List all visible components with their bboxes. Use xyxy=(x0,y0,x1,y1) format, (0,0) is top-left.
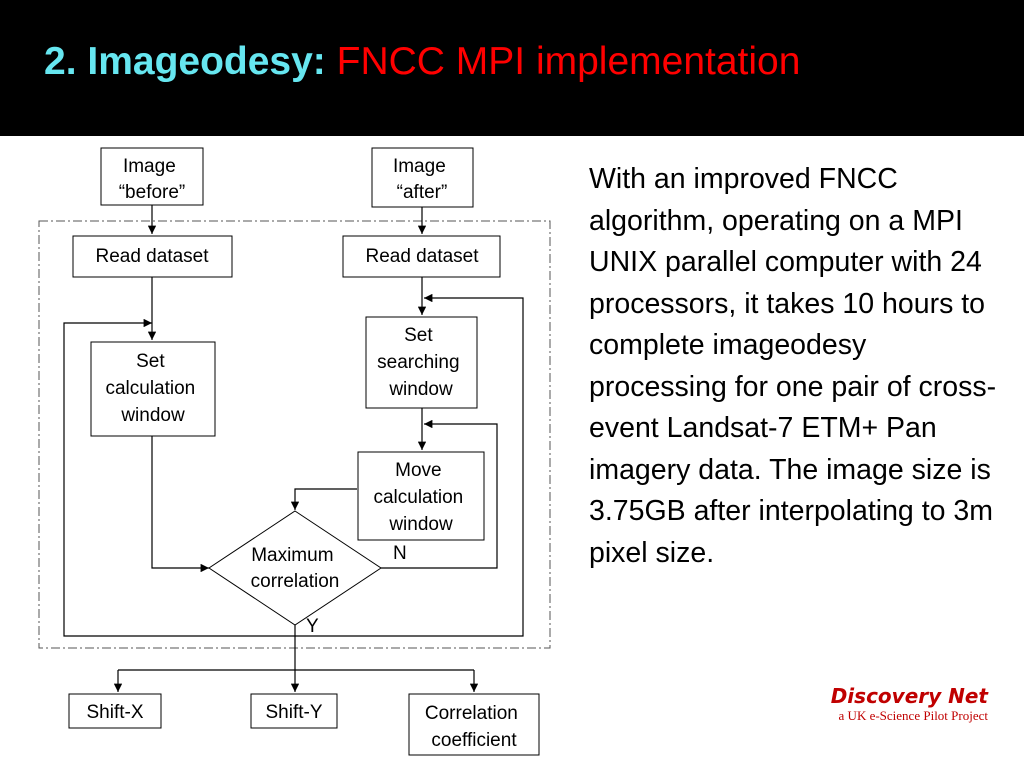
title-prefix: 2. Imageodesy: xyxy=(44,40,326,83)
read-dataset-right-label: Read dataset xyxy=(365,246,479,267)
arrow-calc-window-to-diamond xyxy=(151,436,209,573)
loop-no-to-move xyxy=(381,419,498,569)
move-calculation-window-label: Move calculation window xyxy=(373,460,468,535)
shift-x-box xyxy=(68,693,162,729)
shift-x-label: Shift-X xyxy=(86,702,143,723)
branch-yes-label: Y xyxy=(306,616,319,637)
correlation-coefficient-box xyxy=(408,693,540,756)
shift-y-label: Shift-Y xyxy=(265,702,322,723)
arrow-move-to-diamond xyxy=(290,488,357,510)
image-after-box xyxy=(371,147,474,208)
correlation-coefficient-label: Correlation coefficient xyxy=(425,703,523,751)
brand-tagline: a UK e-Science Pilot Project xyxy=(838,708,988,723)
set-searching-window-box xyxy=(365,316,478,409)
brand-name: Discovery Net xyxy=(830,684,988,708)
read-dataset-left-box xyxy=(72,235,233,278)
set-calculation-window-box xyxy=(90,341,216,437)
read-dataset-left-label: Read dataset xyxy=(95,246,209,267)
slide-title: 2. Imageodesy: FNCC MPI implementation xyxy=(44,40,800,84)
set-searching-window-label: Set searching window xyxy=(377,325,465,400)
set-calculation-window-label: Set calculation window xyxy=(105,351,200,426)
branding: Discovery Net a UK e-Science Pilot Proje… xyxy=(808,684,988,724)
move-calculation-window-box xyxy=(357,451,485,541)
loop-outer-to-search-window xyxy=(295,293,524,637)
image-after-label: Image “after” xyxy=(393,156,451,203)
title-main: FNCC MPI implementation xyxy=(336,40,801,83)
maximum-correlation-label: Maximum correlation xyxy=(251,545,340,592)
read-dataset-right-box xyxy=(342,235,501,278)
maximum-correlation-diamond xyxy=(208,510,382,626)
flowchart: Image “before” Image “after” Read datase… xyxy=(38,147,551,756)
shift-y-box xyxy=(250,693,338,729)
loop-outer-to-calc-window xyxy=(63,318,296,637)
title-bar: 2. Imageodesy: FNCC MPI implementation xyxy=(0,0,1024,136)
branch-no-label: N xyxy=(393,543,407,564)
body-text: With an improved FNCC algorithm, operati… xyxy=(589,163,997,569)
image-before-label: Image “before” xyxy=(119,156,186,203)
image-before-box xyxy=(100,147,204,206)
